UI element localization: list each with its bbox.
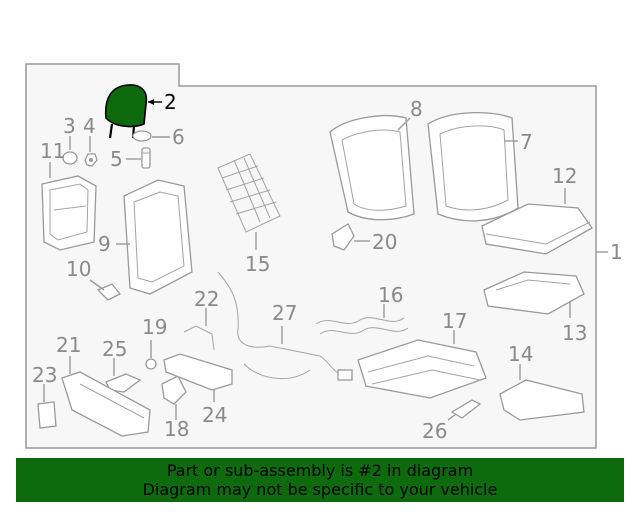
part-12-cushion-cover[interactable] — [481, 203, 593, 255]
label-8: 8 — [410, 97, 423, 121]
part-14-outer-trim[interactable] — [499, 379, 585, 421]
part-7-seatback-cover[interactable] — [427, 111, 519, 222]
label-15: 15 — [245, 252, 270, 276]
part-17-seat-adjuster[interactable] — [357, 339, 487, 399]
info-banner: Part or sub-assembly is #2 in diagram Di… — [16, 458, 624, 502]
part-5-pin[interactable] — [141, 147, 151, 169]
banner-line-2: Diagram may not be specific to your vehi… — [142, 480, 498, 499]
label-10: 10 — [66, 257, 91, 281]
part-3-guide[interactable] — [62, 151, 78, 165]
part-20-trim[interactable] — [331, 223, 355, 251]
banner-line-1: Part or sub-assembly is #2 in diagram — [166, 461, 474, 480]
part-26-handle[interactable] — [450, 399, 482, 419]
label-13: 13 — [562, 321, 587, 345]
label-24: 24 — [202, 403, 227, 427]
part-24-side-shield[interactable] — [163, 353, 233, 391]
label-1: 1 — [610, 240, 623, 264]
part-21-outer-shield[interactable] — [61, 371, 151, 437]
label-26: 26 — [422, 419, 447, 443]
part-8-seatback-pad[interactable] — [329, 115, 415, 221]
part-2-head-restraint[interactable] — [104, 84, 148, 139]
label-17: 17 — [442, 309, 467, 333]
label-12: 12 — [552, 164, 577, 188]
label-19: 19 — [142, 315, 167, 339]
part-4-guide[interactable] — [84, 153, 98, 167]
part-19-bolt[interactable] — [145, 358, 157, 370]
part-27-main-harness[interactable] — [217, 271, 353, 381]
label-11: 11 — [40, 139, 65, 163]
label-6: 6 — [172, 125, 185, 149]
label-5: 5 — [110, 147, 123, 171]
label-21: 21 — [56, 333, 81, 357]
part-11-back-panel[interactable] — [41, 175, 97, 251]
label-20: 20 — [372, 230, 397, 254]
label-4: 4 — [83, 114, 96, 138]
label-22: 22 — [194, 287, 219, 311]
label-3: 3 — [63, 114, 76, 138]
label-9: 9 — [98, 232, 111, 256]
label-14: 14 — [508, 342, 533, 366]
part-15-suspension-mat[interactable] — [217, 153, 281, 233]
label-23: 23 — [32, 363, 57, 387]
part-22-wire-harness[interactable] — [183, 325, 215, 351]
part-16-lumbar-support[interactable] — [315, 317, 409, 335]
label-16: 16 — [378, 283, 403, 307]
label-27: 27 — [272, 301, 297, 325]
part-13-cushion-pad[interactable] — [483, 271, 585, 315]
label-18: 18 — [164, 417, 189, 441]
parts-diagram: 1 2 3 4 5 6 7 8 9 10 11 12 13 14 15 16 1… — [25, 63, 623, 449]
part-23-cover[interactable] — [37, 401, 57, 429]
part-6-cap[interactable] — [132, 130, 152, 142]
part-10-bracket[interactable] — [96, 283, 122, 301]
label-25: 25 — [102, 337, 127, 361]
label-2: 2 — [164, 90, 177, 114]
label-7: 7 — [520, 130, 533, 154]
part-18-switch[interactable] — [161, 375, 187, 405]
part-9-seatback-frame[interactable] — [123, 179, 193, 295]
